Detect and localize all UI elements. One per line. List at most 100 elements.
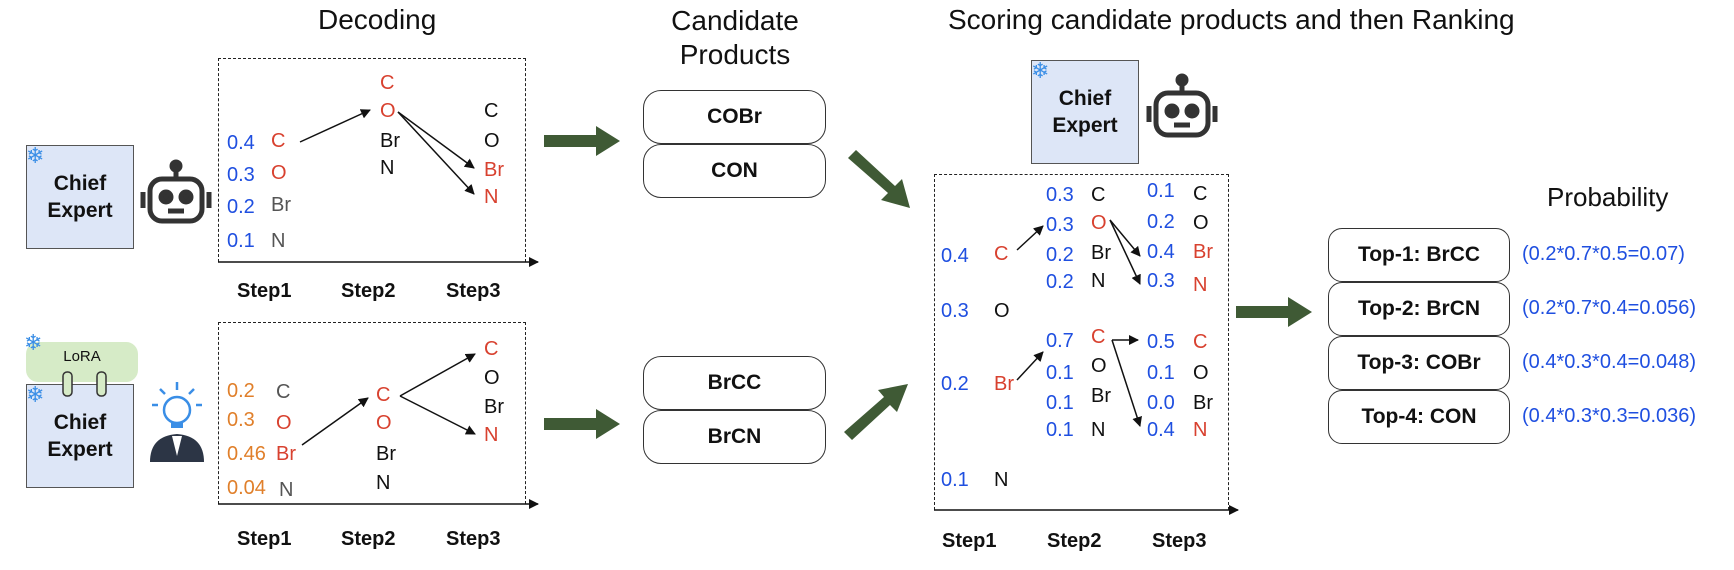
rank-probability: (0.4*0.3*0.3=0.036) [1522,405,1697,427]
prob-value: 0.1 [227,230,255,252]
step-label: Step3 [1152,530,1207,552]
token: Br [271,194,291,216]
prob-value: 0.2 [1147,211,1175,233]
prob-value: 0.4 [941,245,969,267]
chief-expert-bottom: Chief Expert [26,384,134,488]
rank-item: Top-4: CON [1328,390,1510,444]
token: Br [376,443,396,465]
token: O [1193,212,1209,234]
token: C [484,338,499,360]
rank-probability: (0.2*0.7*0.4=0.056) [1522,297,1697,319]
rank-item: Top-3: COBr [1328,336,1510,390]
prob-value: 0.2 [227,380,255,402]
prob-value: 0.1 [1046,362,1074,384]
token: N [484,186,499,208]
arrow-line [397,111,475,169]
token: N [994,469,1009,491]
token: Br [1091,385,1111,407]
prob-value: 0.4 [1147,419,1175,441]
snowflake-icon: ❄ [1031,58,1050,83]
token: N [1193,274,1208,296]
decoding-title: Decoding [318,4,437,35]
lora-clip [96,371,107,397]
step-label: Step1 [237,528,292,550]
token: Br [1193,392,1213,414]
token: O [1091,212,1107,234]
token: O [484,130,500,152]
scoring-title: Scoring candidate products and then Rank… [948,4,1515,35]
lora-label: LoRA [63,347,101,365]
arrow-line [1111,339,1142,427]
lora-adapter: LoRA [26,342,138,382]
token: O [380,100,396,122]
prob-value: 0.46 [227,443,266,465]
robot-icon [140,159,212,224]
prob-value: 0.2 [1046,271,1074,293]
token: C [1193,331,1208,353]
prob-value: 0.1 [1147,180,1175,202]
lora-clip [62,371,73,397]
token: C [276,381,291,403]
token: C [994,243,1009,265]
token: N [1091,419,1106,441]
snowflake-icon: ❄ [24,330,43,355]
token: C [1091,184,1106,206]
prob-value: 0.7 [1046,330,1074,352]
chief-expert-top: Chief Expert [26,145,134,249]
prob-value: 0.1 [1046,419,1074,441]
prob-value: 0.4 [1147,241,1175,263]
prob-value: 0.2 [227,196,255,218]
prob-value: 0.0 [1147,392,1175,414]
prob-value: 0.04 [227,477,266,499]
prob-value: 0.3 [1046,184,1074,206]
token: N [279,479,294,501]
arrow-line [399,395,476,435]
token: Br [276,443,296,465]
token: N [380,157,395,179]
chief-expert-scoring: Chief Expert [1031,60,1139,164]
prob-value: 0.3 [227,409,255,431]
prob-value: 0.2 [1046,244,1074,266]
token: O [1193,362,1209,384]
arrow-line [1016,351,1044,381]
flow-arrow [844,384,908,440]
arrow-line [1109,219,1141,257]
token: N [1193,419,1208,441]
step-label: Step1 [942,530,997,552]
prob-value: 0.3 [941,300,969,322]
prob-value: 0.2 [941,373,969,395]
flow-arrow [544,126,620,156]
token: Br [1091,242,1111,264]
arrow-line [397,111,475,195]
token: C [380,72,395,94]
step-label: Step3 [446,280,501,302]
prob-value: 0.1 [1046,392,1074,414]
step-label: Step2 [341,280,396,302]
step-label: Step2 [1047,530,1102,552]
prob-value: 0.1 [1147,362,1175,384]
candidate-product: BrCC [643,356,826,410]
prob-value: 0.3 [227,164,255,186]
flow-arrow [544,409,620,439]
prob-value: 0.3 [1046,214,1074,236]
step-label: Step2 [341,528,396,550]
prob-value: 0.4 [227,132,255,154]
chief-expert-label: Chief Expert [47,411,113,461]
arrow-line [1016,225,1044,251]
decoding-panel-top [218,58,526,262]
prob-value: 0.1 [941,469,969,491]
candidate-product: CON [643,144,826,198]
flow-arrow [1236,297,1312,327]
candidate-products-title: Candidate Products [671,5,799,70]
token: N [376,472,391,494]
token: O [484,367,500,389]
chief-expert-label: Chief Expert [1052,87,1118,137]
token: C [1091,326,1106,348]
token: Br [1193,241,1213,263]
person-expert-icon [150,382,204,462]
token: N [271,230,286,252]
token: N [1091,270,1106,292]
rank-item: Top-2: BrCN [1328,282,1510,336]
token: O [1091,355,1107,377]
token: Br [994,373,1014,395]
